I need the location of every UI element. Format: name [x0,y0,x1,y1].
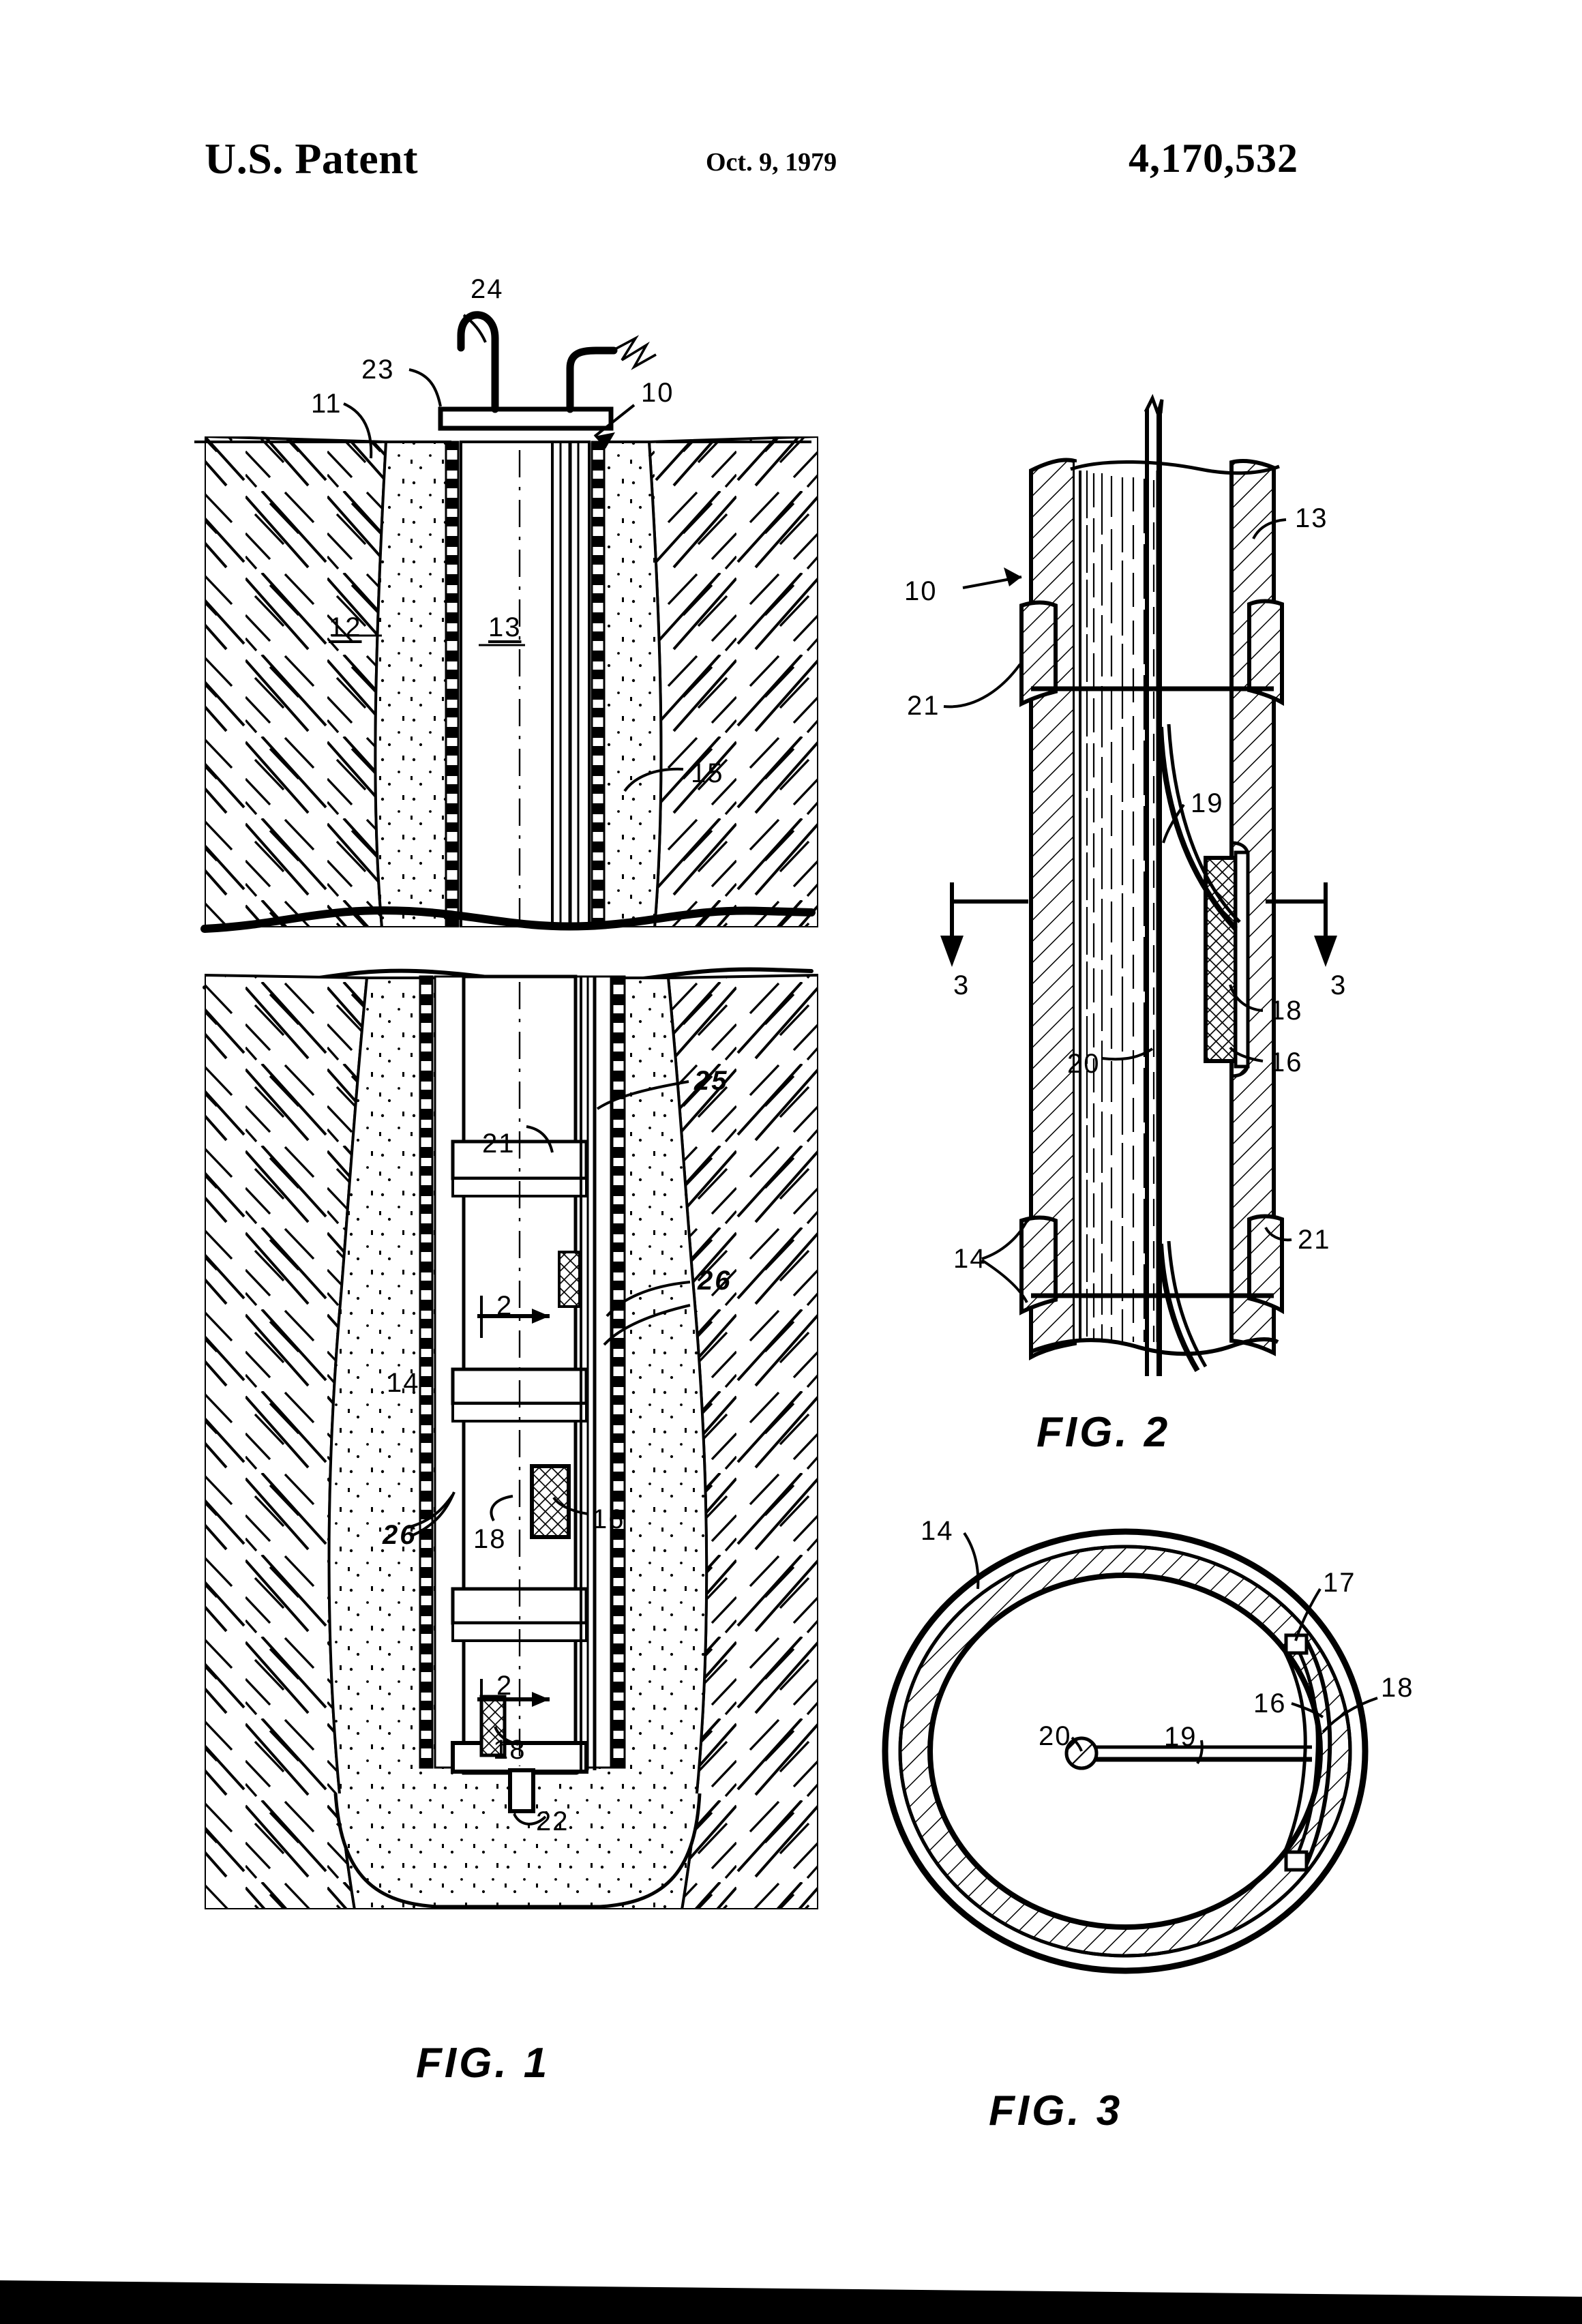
patent-office-title: U.S. Patent [205,134,419,183]
ref-label-fig1-15-6: 15 [691,758,724,788]
ref-label-fig1-23-1: 23 [361,355,395,385]
grout-annulus-left [374,441,451,927]
port-arc-17 [1303,1639,1332,1868]
ref-label-fig2-18-6: 18 [1270,996,1303,1026]
ref-label-fig2-21-10: 21 [1298,1225,1331,1255]
ref-label-fig2-14-9: 14 [953,1244,987,1274]
figure-3-caption: FIG. 3 [989,2087,1123,2134]
earth-formation-left [205,436,388,927]
casing-wall-right-lower [611,975,626,1769]
fig2-top-break [1070,460,1280,475]
ref-label-fig2-10-1: 10 [904,576,938,606]
ref-label-fig3-18-2: 18 [1381,1673,1414,1703]
fig2-leader-lines [943,518,1292,1303]
ref-label-fig1-24-0: 24 [471,274,504,304]
patent-number: 4,170,532 [1129,136,1298,181]
ref-label-fig1-14-11: 14 [387,1368,420,1398]
bore-inner-circle [927,1573,1323,1930]
ref-label-fig1-16-13: 16 [592,1504,625,1534]
screen-arc-16 [1283,1650,1307,1853]
grout-annulus-right [599,441,663,927]
riser-break-symbol [1144,393,1164,419]
bottom-plug-22 [508,1768,535,1813]
filter-arc-18 [1294,1643,1319,1860]
sample-tube-19 [1158,726,1238,931]
figure-1-drawing [194,311,818,1909]
pipe-break-line [614,335,657,370]
ref-label-fig1-22-17: 22 [536,1806,569,1836]
ref-label-fig3-20-4: 20 [1039,1721,1072,1751]
ref-label-fig3-17-1: 17 [1323,1568,1356,1598]
fig1-leader-lines [331,314,691,1826]
fig1-upper-section [205,436,818,927]
fig1-lower-section [205,973,818,1909]
figure-3-drawing [882,1528,1378,1974]
vent-pipe-24 [457,311,499,413]
ref-label-fig3-14-0: 14 [921,1516,954,1546]
ref-label-fig2-3-5: 3 [1330,970,1347,1000]
casing-wall-left-upper [445,441,460,927]
ref-label-fig3-16-3: 16 [1253,1688,1287,1718]
ref-label-fig2-21-2: 21 [907,691,940,721]
ref-label-fig1-21-8: 21 [482,1129,516,1159]
port-window-16 [1234,850,1250,1069]
coupling-collar-21-right-bot [1247,1214,1284,1315]
earth-formation-right [647,436,818,927]
ref-label-fig1-18-16: 18 [493,1735,526,1765]
filter-element-18 [1204,856,1238,1063]
patent-issue-date: Oct. 9, 1979 [706,148,837,177]
ref-label-fig1-26-12: 26 [383,1520,417,1550]
ref-label-fig2-20-8: 20 [1067,1049,1101,1079]
casing-wall-left-lower [419,975,434,1769]
ref-label-fig2-3-4: 3 [953,970,970,1000]
ref-label-fig1-18-14: 18 [473,1524,507,1554]
casing-wall-right-upper [591,441,606,927]
discharge-pipe [566,346,618,413]
coupling-collar-21-left-bot [1019,1215,1058,1315]
ref-label-fig1-25-7: 25 [694,1066,729,1096]
ref-label-fig1-11-2: 11 [311,389,342,419]
ref-label-fig1-13-5: 13 [488,612,522,642]
coupling-collar-21-left-top [1019,600,1058,707]
figure-2-caption: FIG. 2 [1036,1409,1171,1456]
ref-label-fig1-26-10: 26 [698,1266,732,1296]
well-bore-13 [460,441,591,927]
ref-label-fig1-2-15: 2 [496,1671,513,1701]
filter-element-18-a [558,1251,581,1308]
filter-element-18-c [479,1695,507,1757]
ref-label-fig1-2-9: 2 [496,1291,513,1321]
patent-header: U.S. Patent Oct. 9, 1979 4,170,532 [0,134,1582,195]
coupling-collar-21-a [451,1139,588,1180]
tube-fitting-20 [1064,1736,1099,1770]
fig3-leader-lines [963,1532,1378,1765]
ref-label-fig3-19-5: 19 [1164,1722,1197,1752]
figure-1-caption: FIG. 1 [416,2040,550,2087]
fig2-bottom-break [1030,1337,1279,1356]
filter-element-18-b [530,1464,571,1539]
well-cap-plate-23 [438,406,614,431]
break-line-upper [200,906,816,933]
ref-label-fig1-12-4: 12 [329,612,362,642]
ref-label-fig2-16-7: 16 [1270,1047,1303,1077]
figure-2-drawing [940,393,1337,1376]
ref-label-fig2-13-0: 13 [1295,503,1328,533]
ref-label-fig2-19-3: 19 [1191,788,1224,818]
section-arrows-3 [940,882,1337,967]
ref-label-fig1-10-3: 10 [641,378,674,408]
